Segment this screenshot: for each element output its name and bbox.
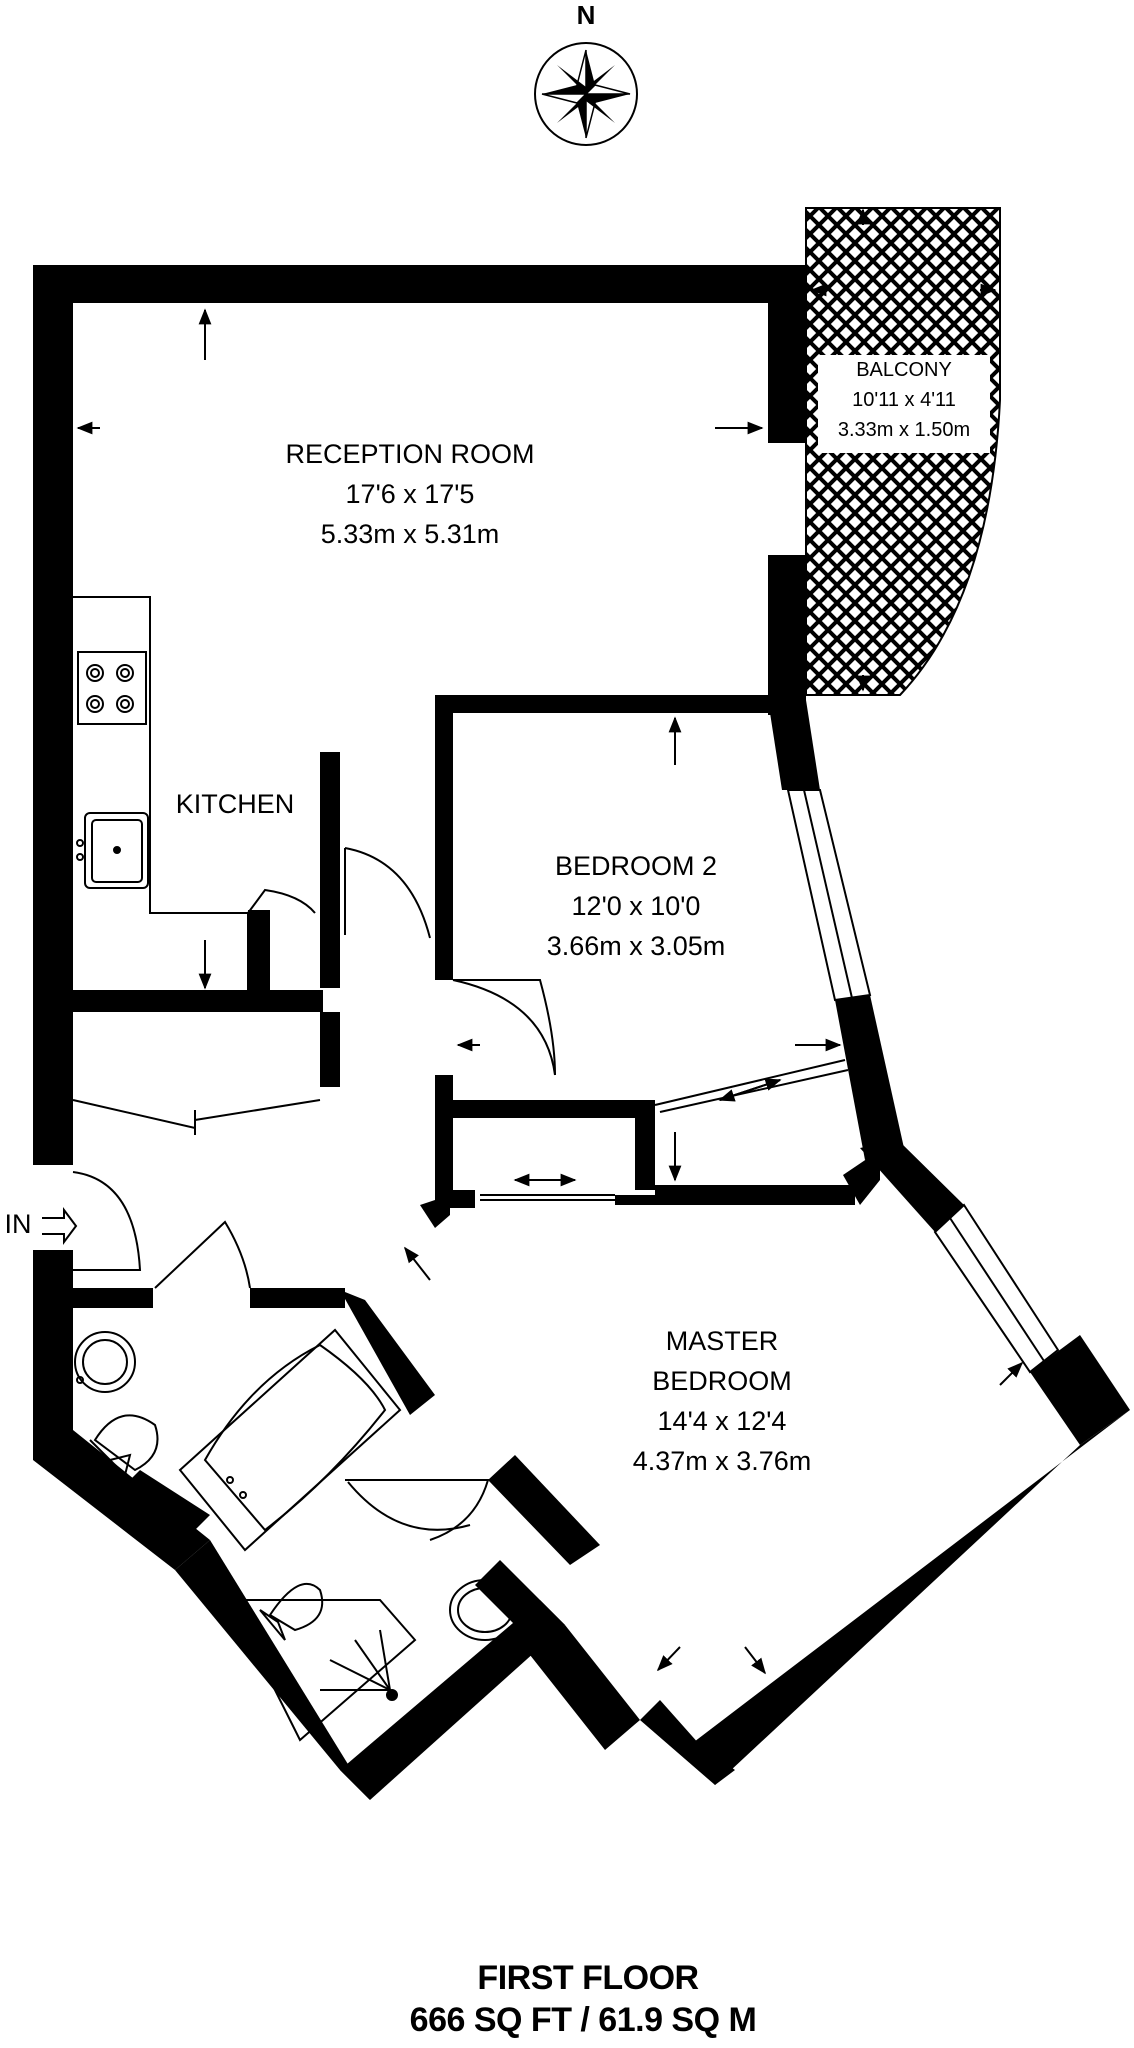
floor-area: 666 SQ FT / 61.9 SQ M — [409, 2001, 757, 2039]
balcony-area — [805, 207, 1001, 696]
master-bedroom-imperial: 14'4 x 12'4 — [657, 1406, 787, 1436]
master-bedroom-name-line1: MASTER — [665, 1326, 779, 1356]
north-label: N — [576, 0, 596, 30]
compass-rose-icon — [534, 42, 638, 146]
bedroom-2-metric: 3.66m x 3.05m — [546, 931, 726, 961]
floor-title: FIRST FLOOR — [477, 1959, 699, 1997]
bedroom-2-name: BEDROOM 2 — [554, 851, 718, 881]
windows — [786, 789, 1060, 1374]
balcony-imperial: 10'11 x 4'11 — [852, 389, 956, 411]
kitchen-fixtures — [73, 596, 249, 990]
master-bedroom-name-line2: BEDROOM — [652, 1366, 792, 1396]
entrance-arrow-icon — [42, 1207, 78, 1245]
walls — [33, 265, 1130, 1800]
reception-room-metric: 5.33m x 5.31m — [320, 519, 500, 549]
balcony-metric: 3.33m x 1.50m — [837, 419, 971, 441]
reception-room-imperial: 17'6 x 17'5 — [345, 479, 475, 509]
bedroom-2-imperial: 12'0 x 10'0 — [571, 891, 701, 921]
dimension-arrows — [76, 308, 1024, 1675]
master-bedroom-metric: 4.37m x 3.76m — [632, 1446, 812, 1476]
reception-room-name: RECEPTION ROOM — [285, 439, 535, 469]
doors — [72, 847, 849, 1541]
balcony-name: BALCONY — [856, 359, 952, 381]
entrance-label: IN — [4, 1209, 32, 1239]
bathroom-fixtures — [74, 1328, 521, 1742]
kitchen-name: KITCHEN — [175, 789, 295, 819]
